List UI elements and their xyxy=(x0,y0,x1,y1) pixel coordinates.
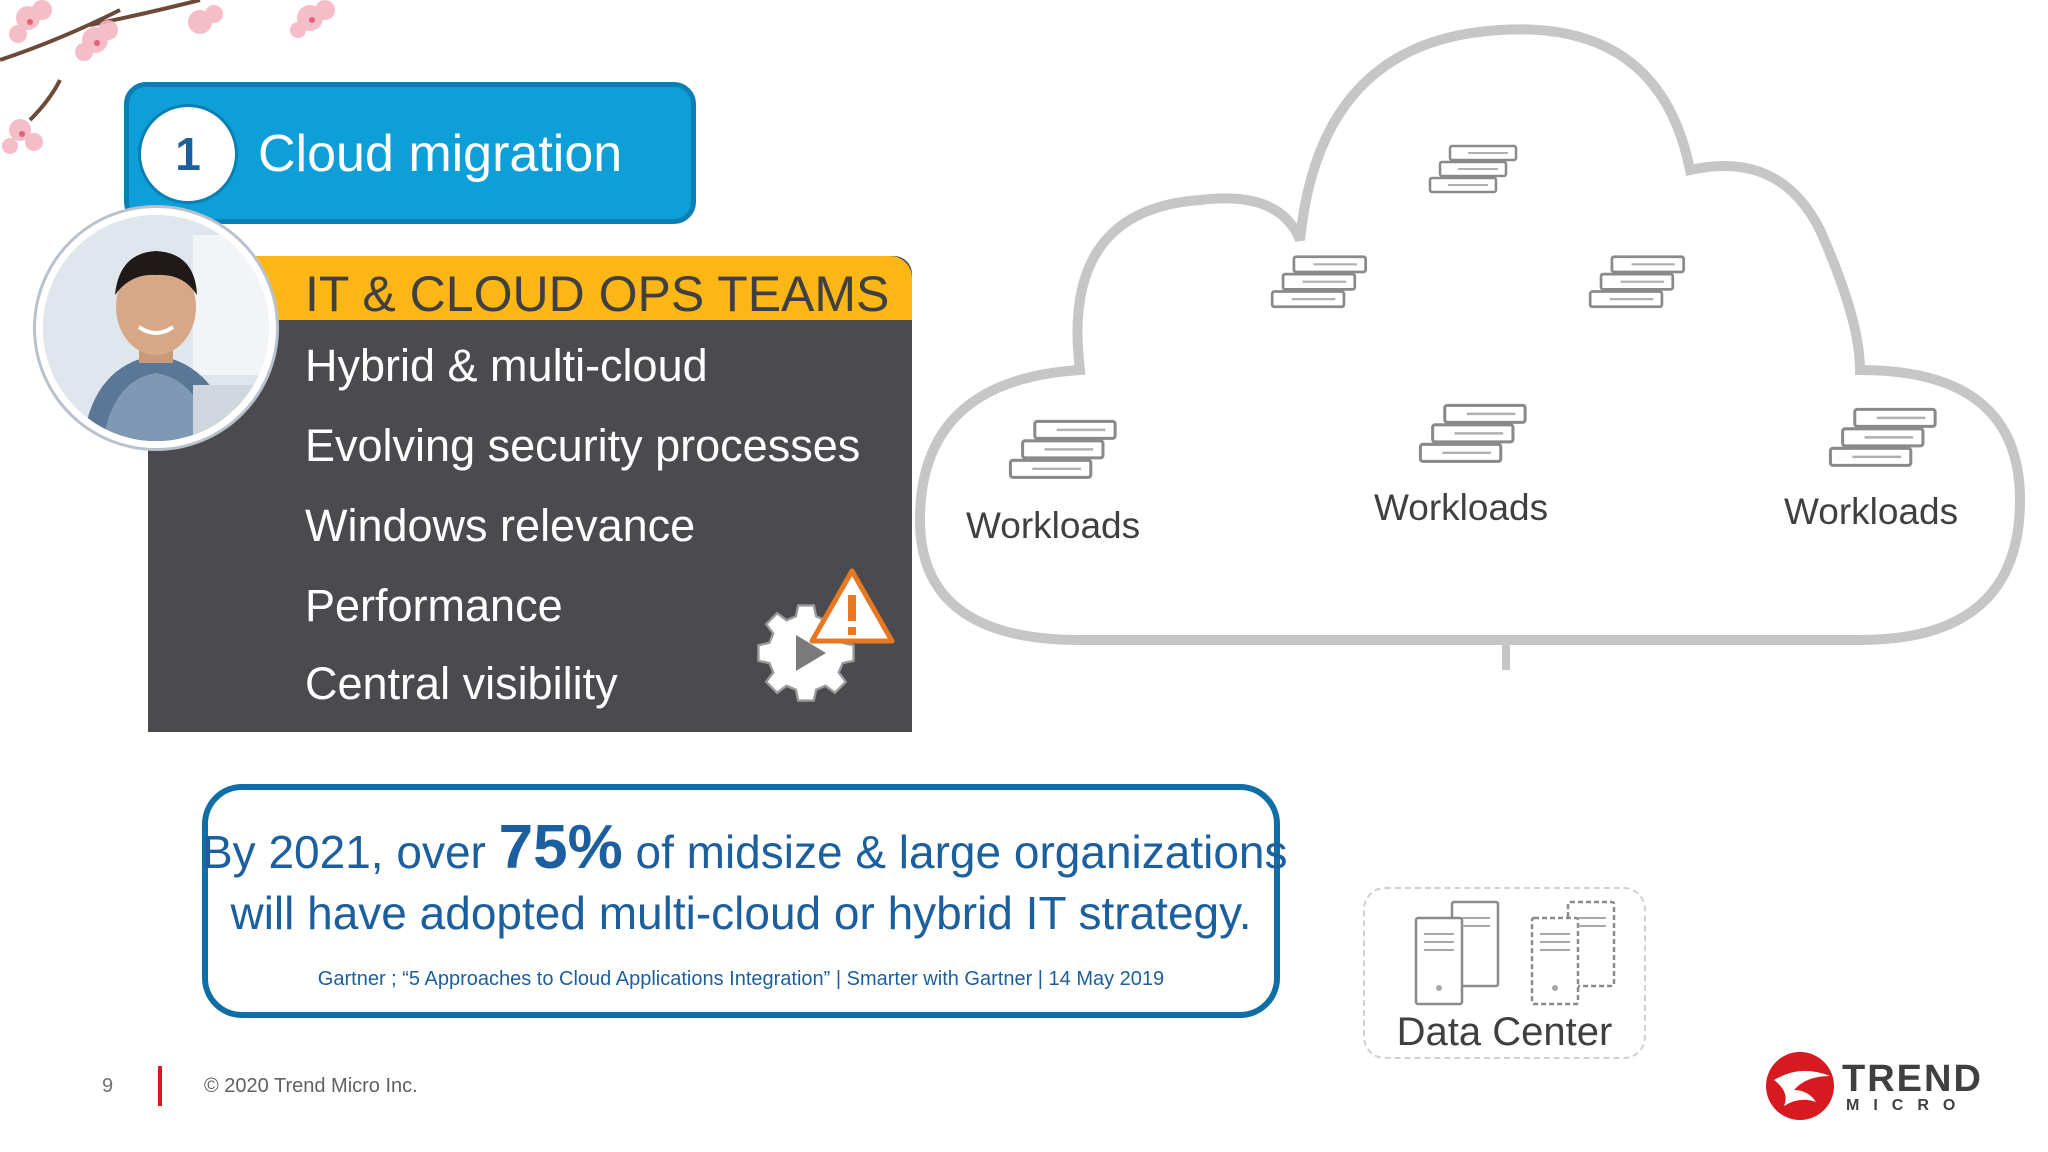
cloud-outline xyxy=(914,24,2026,645)
logo-wordmark-trend: TREND xyxy=(1842,1058,1983,1100)
server-stack-icon xyxy=(1588,255,1686,309)
ops-item-security: Evolving security processes xyxy=(305,420,861,471)
workloads-label-center: Workloads xyxy=(1374,487,1549,528)
statistic-callout-box xyxy=(202,784,1280,1018)
server-stack-icon xyxy=(1008,419,1117,479)
server-stack-icon xyxy=(1270,255,1368,309)
statistic-percent: 75% xyxy=(498,813,623,882)
copyright-text: © 2020 Trend Micro Inc. xyxy=(204,1075,418,1097)
statistic-text-after: of midsize & large organizations xyxy=(622,826,1288,878)
workloads-label-right: Workloads xyxy=(1784,491,1959,532)
statistic-text-before: By 2021, over xyxy=(202,826,499,878)
section-number-badge: 1 xyxy=(138,104,238,204)
workloads-label-left: Workloads xyxy=(966,505,1141,546)
server-stack-icon xyxy=(1828,407,1937,467)
ops-item-hybrid: Hybrid & multi-cloud xyxy=(305,340,708,391)
warning-triangle-icon xyxy=(809,568,895,644)
ops-item-visibility: Central visibility xyxy=(305,658,618,709)
page-number: 9 xyxy=(102,1075,114,1097)
server-tower-icon xyxy=(1530,900,1616,1006)
server-stack-icon xyxy=(1428,144,1518,194)
statistic-line-1: By 2021, over 75% of midsize & large org… xyxy=(202,808,1288,892)
logo-wordmark-micro: MICRO xyxy=(1846,1097,1970,1114)
ops-item-windows: Windows relevance xyxy=(305,500,696,551)
gear-play-icon xyxy=(757,568,895,702)
ops-teams-title: IT & CLOUD OPS TEAMS xyxy=(305,266,890,322)
statistic-citation: Gartner ; “5 Approaches to Cloud Applica… xyxy=(317,968,1165,990)
trend-micro-logo-icon xyxy=(1766,1052,1834,1120)
server-stack-icon xyxy=(1418,403,1527,463)
cloud-diagram xyxy=(914,24,2026,670)
person-photo-icon xyxy=(43,215,269,441)
ops-teams-header-bar xyxy=(250,256,912,320)
statistic-line-2: will have adopted multi-cloud or hybrid … xyxy=(230,887,1252,939)
footer-divider xyxy=(158,1066,162,1106)
datacenter-box xyxy=(1363,887,1646,1059)
cherry-blossom-icon xyxy=(0,0,335,154)
datacenter-label: Data Center xyxy=(1396,1010,1613,1054)
server-tower-icon xyxy=(1414,900,1500,1006)
ops-item-performance: Performance xyxy=(305,580,563,631)
avatar xyxy=(36,208,276,448)
section-title: Cloud migration xyxy=(258,125,623,183)
